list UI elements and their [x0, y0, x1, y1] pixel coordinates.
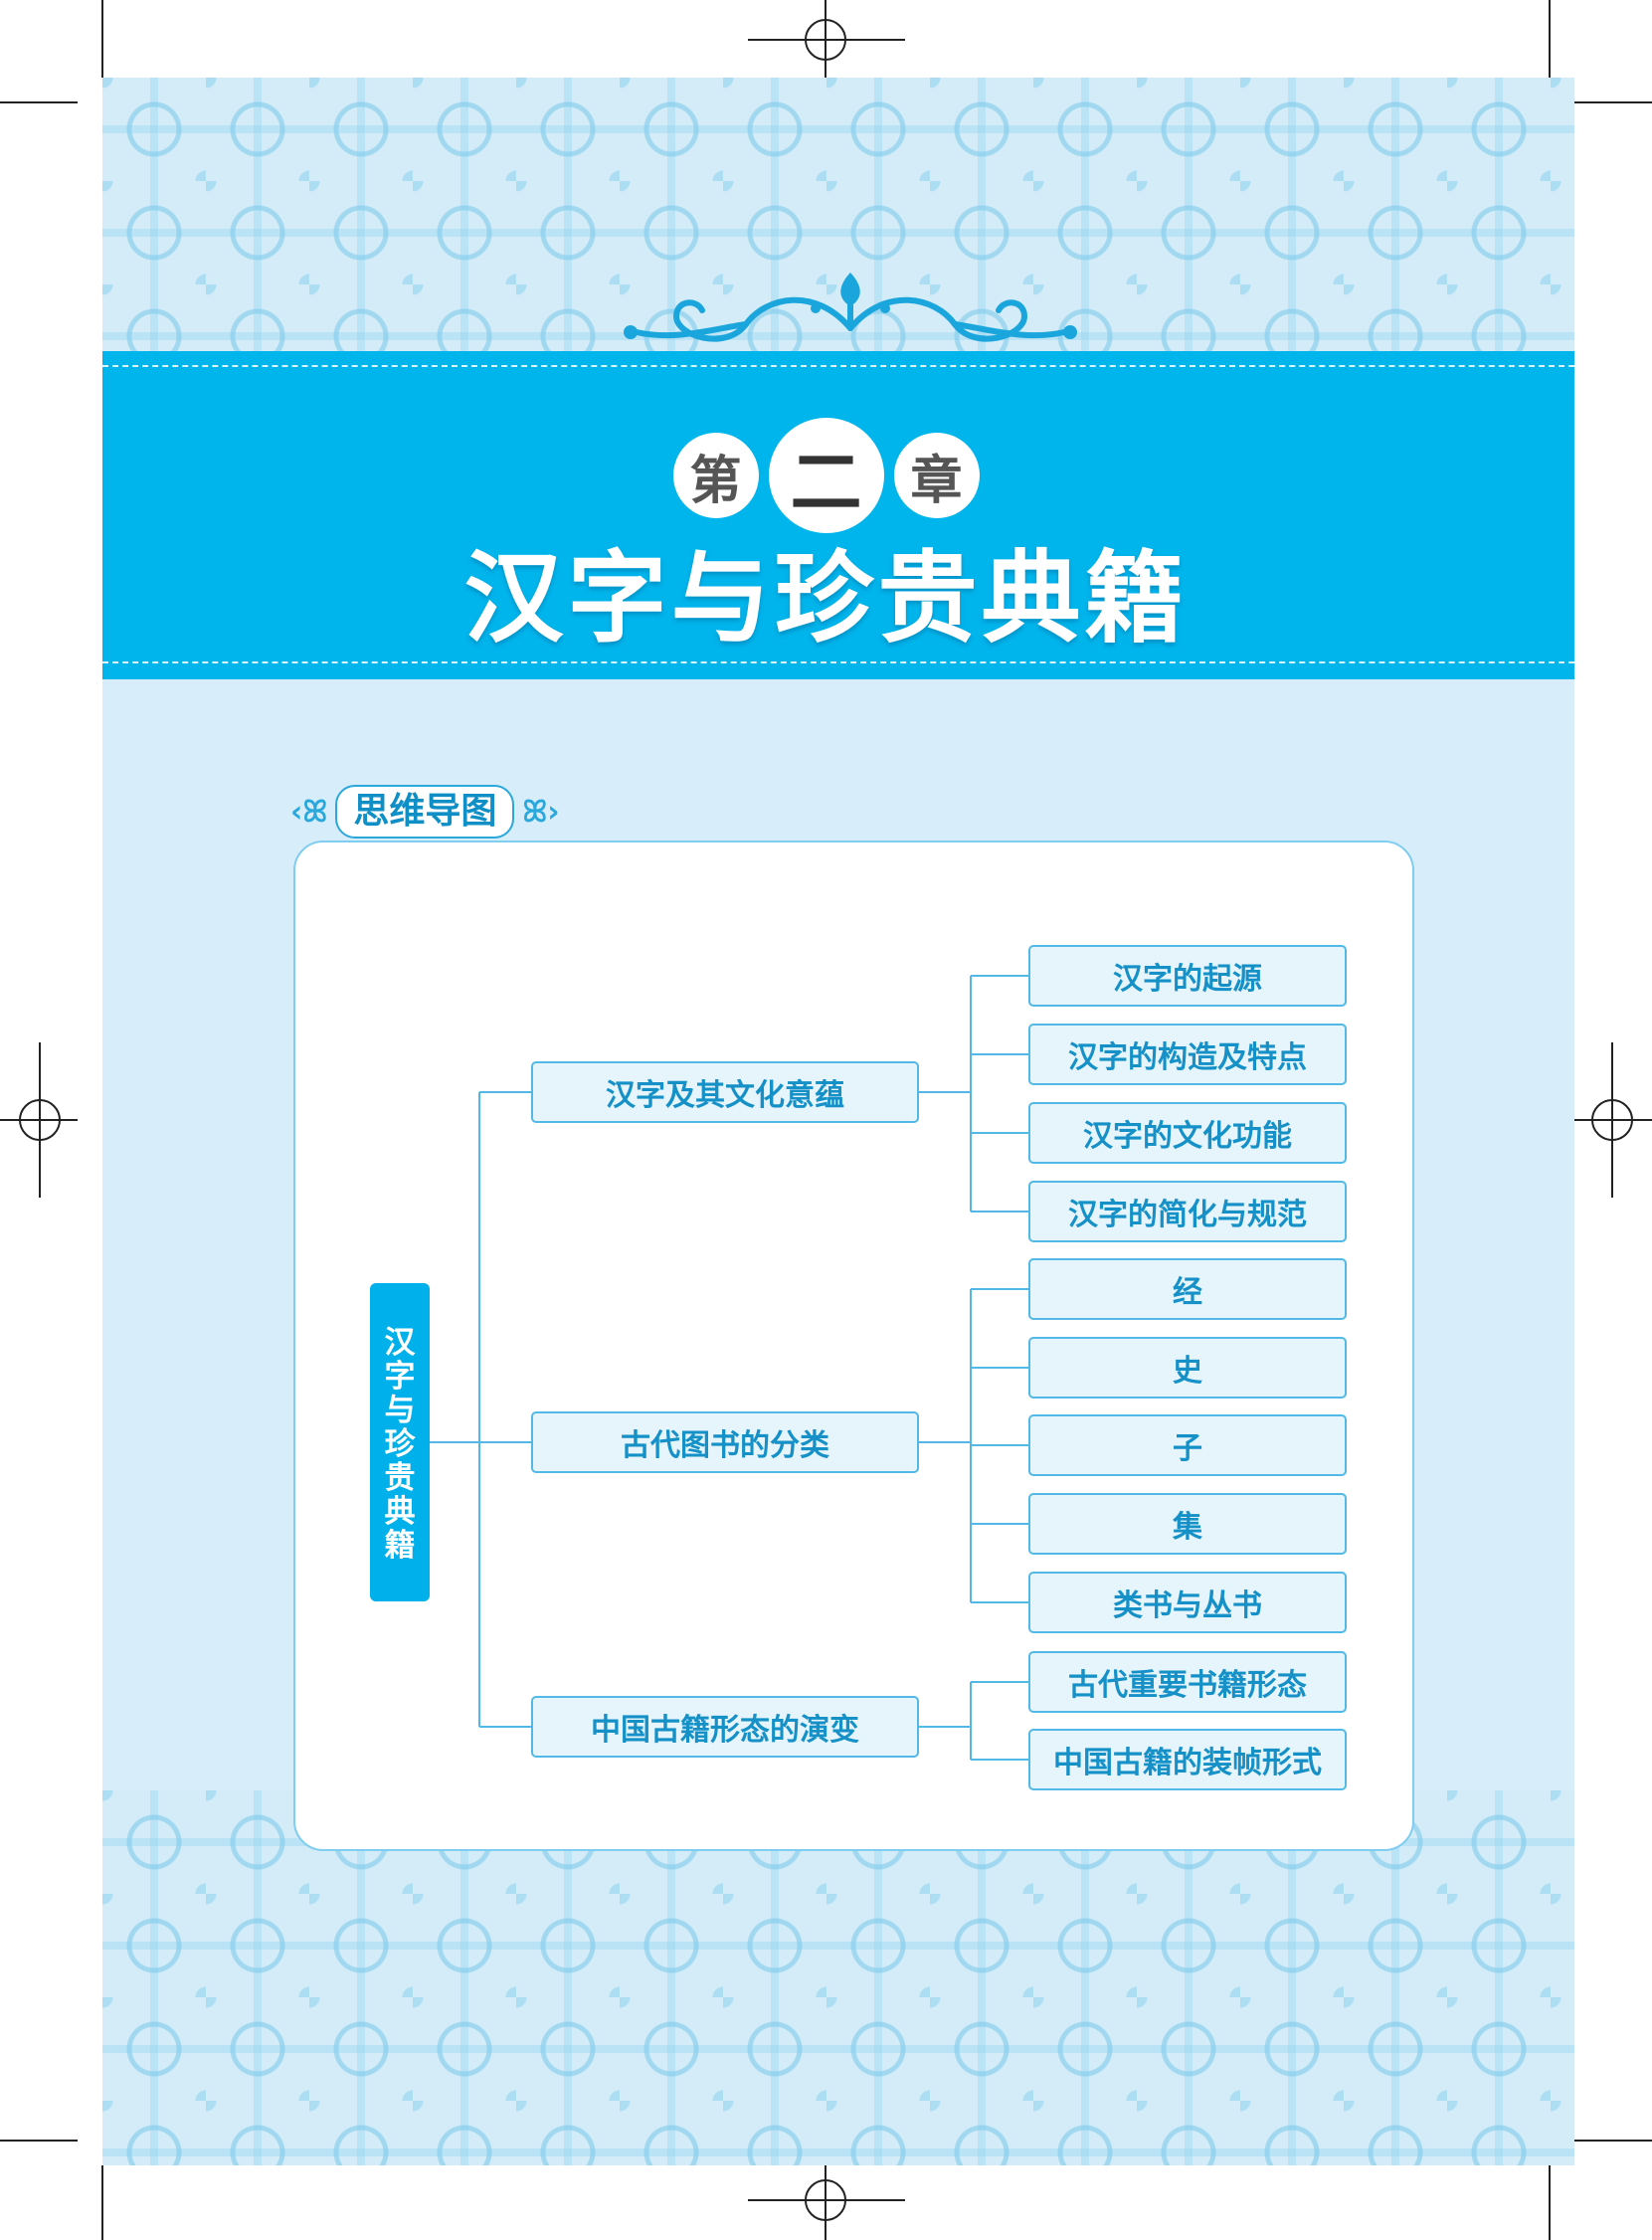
mindmap-leaf-node: 类书与丛书 — [1028, 1572, 1347, 1633]
mindmap-leaf-node: 汉字的构造及特点 — [1028, 1024, 1347, 1085]
mindmap-root-label: 汉字与珍贵典籍 — [384, 1325, 416, 1564]
mindmap-heading: ‹ꕤ 思维导图 ꕤ› — [290, 785, 560, 839]
mindmap-branch-node: 汉字及其文化意蕴 — [531, 1061, 919, 1123]
mindmap-branch-node: 古代图书的分类 — [531, 1411, 919, 1473]
top-pattern-band — [102, 78, 1574, 354]
bottom-pattern-band — [102, 1790, 1574, 2165]
mindmap-leaf-node: 汉字的文化功能 — [1028, 1102, 1347, 1164]
chapter-number-label: 第 二 章 — [0, 418, 1652, 533]
mindmap-leaf-node: 中国古籍的装帧形式 — [1028, 1729, 1347, 1790]
chapter-title: 汉字与珍贵典籍 — [463, 540, 1189, 656]
chapter-char-1: 第 — [672, 433, 759, 518]
mindmap-leaf-node: 汉字的起源 — [1028, 945, 1347, 1007]
mindmap-leaf-node: 史 — [1028, 1337, 1347, 1399]
right-swirl-icon: ꕤ› — [522, 794, 560, 830]
scroll-ornament-icon — [624, 273, 1077, 342]
mindmap-heading-label: 思维导图 — [335, 785, 515, 839]
left-swirl-icon: ‹ꕤ — [290, 794, 328, 830]
mindmap-leaf-node: 集 — [1028, 1493, 1347, 1555]
mindmap-leaf-node: 经 — [1028, 1258, 1347, 1320]
mindmap-leaf-node: 汉字的简化与规范 — [1028, 1181, 1347, 1242]
mindmap-root-node: 汉字与珍贵典籍 — [370, 1283, 430, 1601]
mindmap-leaf-node: 古代重要书籍形态 — [1028, 1651, 1347, 1713]
chapter-char-3: 章 — [893, 433, 980, 518]
chapter-char-2: 二 — [768, 418, 884, 533]
mindmap-branch-node: 中国古籍形态的演变 — [531, 1696, 919, 1758]
mindmap-leaf-node: 子 — [1028, 1414, 1347, 1476]
